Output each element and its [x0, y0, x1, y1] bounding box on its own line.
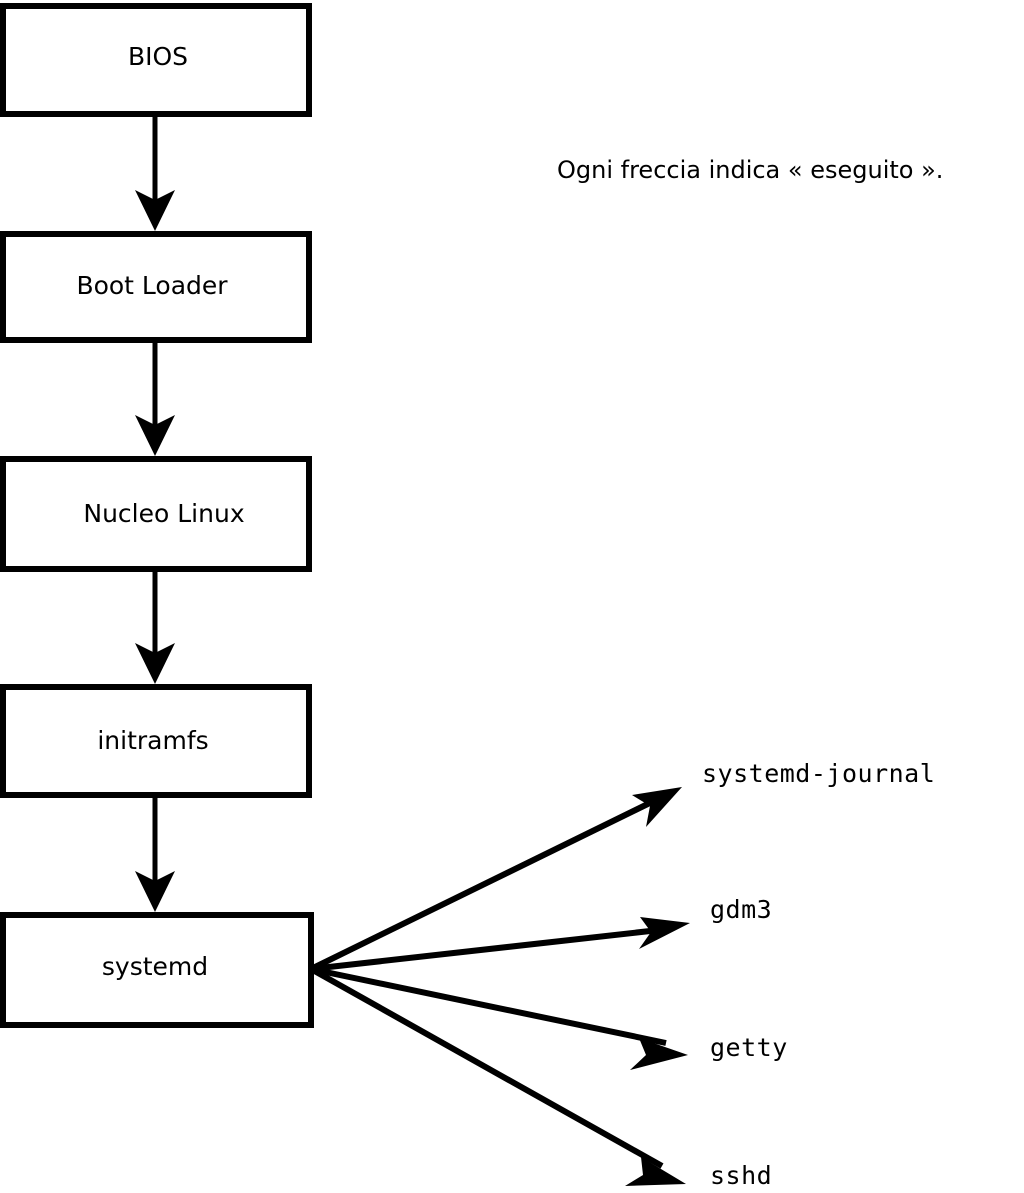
- arrow-head-down: [135, 190, 175, 231]
- node-bootloader-label: Boot Loader: [76, 271, 228, 300]
- node-bios-rect: [0, 3, 312, 117]
- node-bios-label: BIOS: [128, 42, 188, 71]
- node-initramfs-label: initramfs: [97, 726, 208, 755]
- arrow-head-down: [135, 643, 175, 684]
- arrow-kernel-to-initramfs: [135, 572, 175, 684]
- arrow-head-diagonal: [632, 787, 682, 827]
- service-label-sshd: sshd: [710, 1161, 772, 1190]
- legend-note: Ogni freccia indica « eseguito ».: [557, 156, 943, 184]
- arrow-shaft: [309, 966, 664, 1169]
- service-label-systemd-journal: systemd-journal: [702, 759, 935, 788]
- node-bootloader-rect: [0, 231, 312, 343]
- node-systemd[interactable]: systemd: [0, 912, 314, 1028]
- arrow-head-diagonal: [639, 917, 690, 949]
- node-kernel-rect: [0, 456, 312, 572]
- arrow-initramfs-to-systemd: [135, 798, 175, 912]
- node-initramfs[interactable]: initramfs: [0, 684, 312, 798]
- service-label-getty: getty: [710, 1033, 788, 1062]
- arrow-head-down: [135, 871, 175, 912]
- arrow-head-diagonal: [630, 1038, 688, 1070]
- node-bootloader[interactable]: Boot Loader: [0, 231, 312, 343]
- node-kernel-label: Nucleo Linux: [83, 499, 244, 528]
- node-systemd-label: systemd: [102, 952, 208, 981]
- node-initramfs-rect: [0, 684, 312, 798]
- service-label-gdm3: gdm3: [710, 895, 772, 924]
- node-bios[interactable]: BIOS: [0, 3, 312, 117]
- arrow-bios-to-bootloader: [135, 114, 175, 231]
- arrow-shaft: [310, 966, 667, 1046]
- arrow-systemd-to-gdm3: [310, 917, 690, 972]
- node-kernel[interactable]: Nucleo Linux: [0, 456, 312, 572]
- arrow-systemd-to-sshd: [309, 966, 686, 1186]
- arrow-systemd-to-systemd-journal: [309, 787, 682, 972]
- arrow-systemd-to-getty: [310, 966, 688, 1070]
- arrow-bootloader-to-kernel: [135, 343, 175, 456]
- arrow-shaft: [310, 926, 669, 972]
- arrow-head-down: [135, 415, 175, 456]
- arrow-shaft: [309, 795, 662, 972]
- arrow-head-diagonal: [625, 1157, 686, 1186]
